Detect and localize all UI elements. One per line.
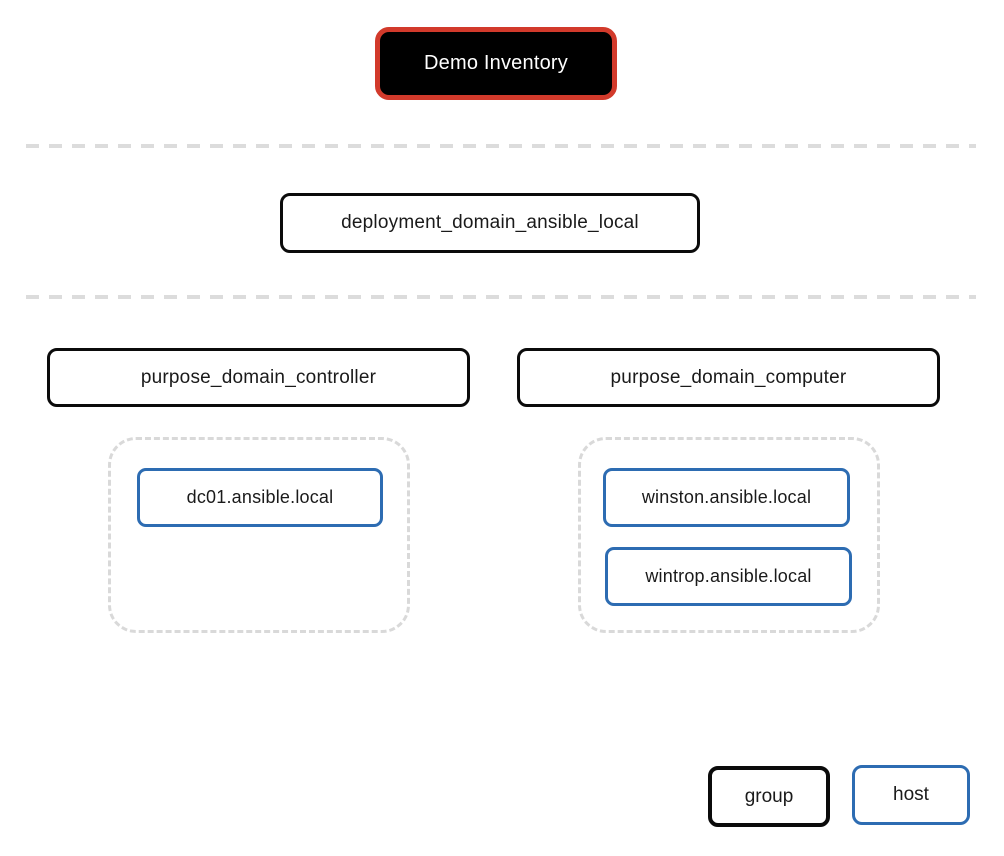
host-node-wintrop: wintrop.ansible.local	[605, 547, 852, 606]
group-node-purpose-domain-controller: purpose_domain_controller	[47, 348, 470, 407]
host-node-label: dc01.ansible.local	[186, 487, 334, 507]
group-node-label: purpose_domain_computer	[610, 366, 847, 388]
group-node-label: deployment_domain_ansible_local	[341, 212, 639, 233]
group-node-label: purpose_domain_controller	[140, 366, 377, 388]
legend-group-swatch: group	[708, 766, 830, 827]
legend-host-label: host	[893, 784, 929, 805]
host-cluster-controller	[108, 437, 410, 633]
host-cluster-computer	[578, 437, 880, 633]
host-node-label: wintrop.ansible.local	[645, 566, 812, 586]
legend-group-label: group	[744, 785, 794, 807]
legend-host-swatch: host	[852, 765, 970, 825]
host-node-dc01: dc01.ansible.local	[137, 468, 383, 527]
host-node-winston: winston.ansible.local	[603, 468, 850, 527]
tier-separator-1	[26, 144, 976, 148]
host-node-label: winston.ansible.local	[641, 487, 812, 507]
tier-separator-2	[26, 295, 976, 299]
inventory-root-label: Demo Inventory	[424, 52, 568, 74]
inventory-root-node: Demo Inventory	[375, 27, 617, 100]
group-node-deployment-domain: deployment_domain_ansible_local	[280, 193, 700, 253]
group-node-purpose-domain-computer: purpose_domain_computer	[517, 348, 940, 407]
